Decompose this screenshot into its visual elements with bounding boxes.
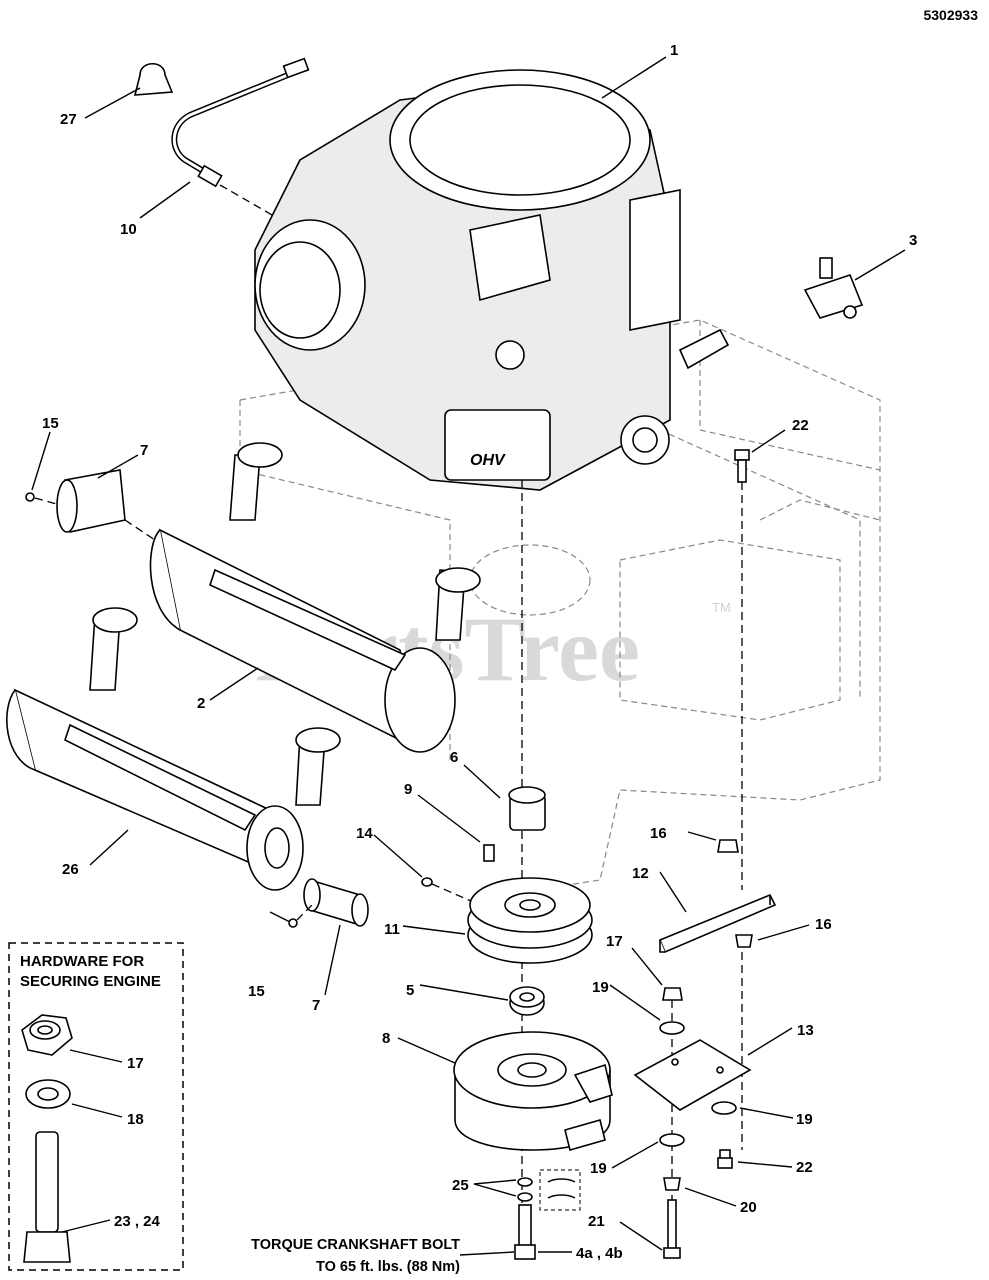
callout-23-24: 23 , 24	[114, 1213, 161, 1230]
callout-19-bottom: 19	[590, 1160, 607, 1177]
callout-9: 9	[404, 781, 412, 798]
screw-15-upper-line	[34, 497, 61, 506]
hardware-lockwasher-18[interactable]	[25, 1079, 71, 1109]
bolt-22-lower[interactable]	[717, 1149, 733, 1169]
leader-lines	[31, 56, 906, 1256]
torque-note-line1: TORQUE CRANKSHAFT BOLT	[251, 1237, 460, 1253]
callout-20: 20	[740, 1199, 757, 1216]
key-9[interactable]	[483, 844, 495, 862]
washer-19-bottom[interactable]	[659, 1133, 685, 1147]
document-number: 5302933	[923, 7, 978, 23]
engine[interactable]: OHV	[254, 69, 730, 491]
bolt-21[interactable]	[663, 1199, 681, 1259]
screw-15-lower-line	[296, 904, 313, 921]
washer-19-top[interactable]	[659, 1021, 685, 1035]
callout-12: 12	[632, 865, 649, 882]
callout-7-upper: 7	[140, 442, 148, 459]
callout-25: 25	[452, 1177, 469, 1194]
nut-16-upper[interactable]	[717, 839, 739, 853]
nut-16-lower[interactable]	[735, 934, 753, 948]
callout-1: 1	[670, 42, 678, 59]
hardware-box-title-line2: SECURING ENGINE	[20, 973, 161, 990]
callout-8: 8	[382, 1030, 390, 1047]
callout-10: 10	[120, 221, 137, 238]
screw-15-upper[interactable]	[25, 492, 35, 502]
set-screw-14[interactable]	[421, 877, 433, 887]
callout-18: 18	[127, 1111, 144, 1128]
callout-22-lower: 22	[796, 1159, 813, 1176]
washer-19-right[interactable]	[711, 1101, 737, 1115]
solenoid-3[interactable]	[803, 257, 864, 319]
plate-13[interactable]	[633, 1039, 752, 1111]
torque-note-line2: TO 65 ft. lbs. (88 Nm)	[316, 1259, 460, 1275]
callout-21: 21	[588, 1213, 605, 1230]
callout-17-hardware: 17	[127, 1055, 144, 1072]
exhaust-tip-7-lower[interactable]	[303, 878, 369, 927]
tube-10[interactable]	[171, 57, 310, 188]
callout-7-lower: 7	[312, 997, 320, 1014]
bracket-12[interactable]	[658, 893, 777, 954]
clamp-27[interactable]	[133, 62, 174, 96]
callout-14: 14	[356, 825, 373, 842]
callout-19-right: 19	[796, 1111, 813, 1128]
callout-2: 2	[197, 695, 205, 712]
nut-20[interactable]	[663, 1177, 681, 1191]
exhaust-tip-7-upper[interactable]	[56, 469, 126, 533]
callout-16-lower: 16	[815, 916, 832, 933]
callout-26: 26	[62, 861, 79, 878]
callout-19-top: 19	[592, 979, 609, 996]
hardware-box-title-line1: HARDWARE FOR	[20, 953, 144, 970]
callout-22-upper: 22	[792, 417, 809, 434]
crankshaft-bolt-4[interactable]	[514, 1204, 536, 1260]
hardware-bolt-23-24[interactable]	[23, 1131, 71, 1263]
callout-15-lower: 15	[248, 983, 265, 1000]
callout-16-upper: 16	[650, 825, 667, 842]
muffler-26[interactable]	[6, 607, 341, 891]
locknut-17[interactable]	[662, 987, 683, 1001]
hardware-locknut-17[interactable]	[21, 1014, 73, 1056]
pto-clutch-8[interactable]	[453, 1031, 613, 1151]
washer-detail-box	[539, 1169, 581, 1211]
exhaust-tip-upper-line	[124, 519, 156, 541]
callout-3: 3	[909, 232, 917, 249]
callout-13: 13	[797, 1022, 814, 1039]
washers-25[interactable]	[517, 1177, 533, 1202]
callout-11: 11	[384, 921, 400, 938]
callout-15-upper: 15	[42, 415, 59, 432]
pulley-11[interactable]	[467, 877, 593, 964]
hardware-box: HARDWARE FOR SECURING ENGINE	[8, 942, 184, 1271]
screw-15-lower[interactable]	[288, 918, 298, 928]
svg-text:OHV: OHV	[470, 452, 506, 469]
muffler-2[interactable]	[149, 442, 481, 753]
callout-4ab: 4a , 4b	[576, 1245, 623, 1262]
tube-10-alignment-line	[219, 184, 273, 216]
spacer-6[interactable]	[508, 786, 546, 831]
watermark-trademark: TM	[712, 600, 731, 615]
spacer-5[interactable]	[509, 986, 545, 1016]
callout-6: 6	[450, 749, 458, 766]
bolt-22-upper[interactable]	[734, 449, 750, 483]
callout-27: 27	[60, 111, 77, 128]
callout-5: 5	[406, 982, 414, 999]
callout-17: 17	[606, 933, 623, 950]
